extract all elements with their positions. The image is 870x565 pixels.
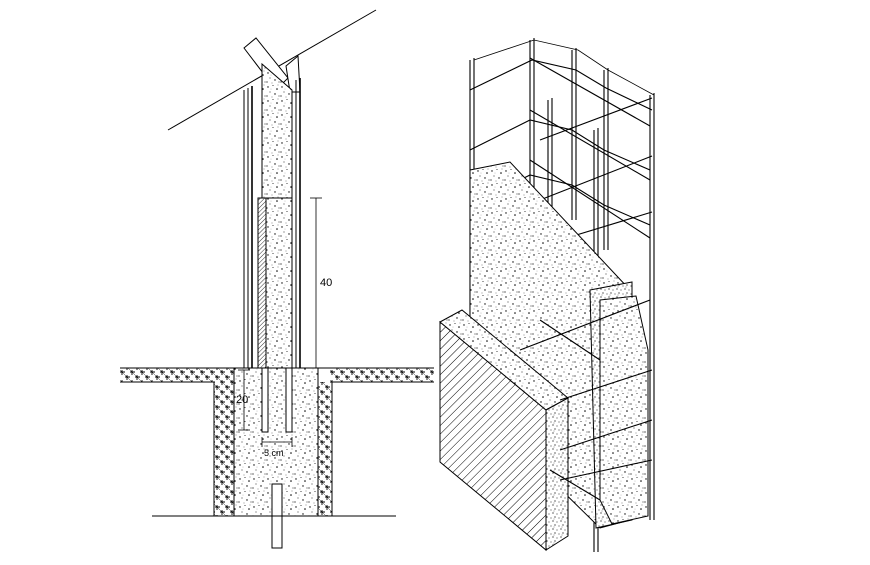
isometric-wall-view xyxy=(439,38,655,552)
rebar-ties xyxy=(519,299,653,501)
rebar-grid xyxy=(469,38,655,552)
wall-section-detail xyxy=(120,9,434,549)
dimension-label-40: 40 xyxy=(320,277,332,289)
foundation-weave-right xyxy=(318,382,332,516)
grout-infill xyxy=(257,197,267,369)
dimension-label-20: 20 xyxy=(236,394,248,406)
dimension-label-5cm: 5 cm xyxy=(264,448,284,458)
concrete-slab-right xyxy=(599,295,649,525)
foundation-weave-left xyxy=(214,382,234,516)
ground-right xyxy=(330,368,434,382)
ground-left xyxy=(120,368,234,382)
